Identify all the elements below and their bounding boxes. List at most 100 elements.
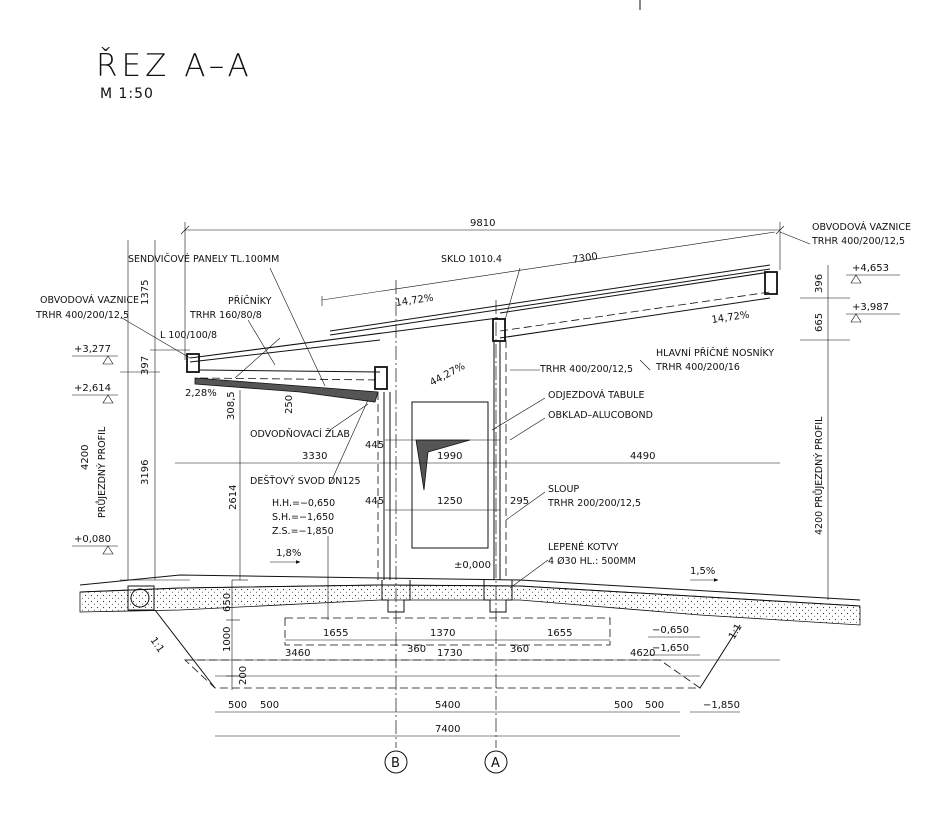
dim-397-text: 397 (140, 356, 151, 375)
dim-500c-text: 500 (614, 700, 633, 711)
label-odvod: ODVODŇOVACÍ ŽLAB (250, 428, 350, 440)
dim-295-text: 295 (510, 496, 529, 507)
dim-overall-top (180, 222, 785, 360)
slope-228: 2,28% (185, 388, 217, 399)
label-hlavni-2: TRHR 400/200/16 (655, 362, 740, 373)
dim-4200-left-text: 4200 (80, 445, 91, 470)
label-zs: Z.S.=−1,850 (272, 526, 334, 537)
level-1650: −1,650 (652, 643, 689, 654)
dim-3460-text: 3460 (285, 648, 310, 659)
axis-label-b: B (391, 756, 400, 771)
level-1850: −1,850 (703, 700, 740, 711)
label-obklad: OBKLAD–ALUCOBOND (548, 410, 653, 421)
label-hh: H.H.=−0,650 (272, 498, 335, 509)
dim-500a-text: 500 (228, 700, 247, 711)
dim-500b-text: 500 (260, 700, 279, 711)
level-0080: +0,080 (74, 534, 111, 545)
profile-left-text: PRŮJEZDNÝ PROFIL (96, 426, 108, 518)
dim-360b-text: 360 (510, 644, 529, 655)
dim-396-text: 396 (814, 274, 825, 293)
dim-1655a-text: 1655 (323, 628, 348, 639)
slope-1472a: 14,72% (395, 293, 434, 309)
level-2614: +2,614 (74, 383, 111, 394)
dims-foundation-vertical (226, 580, 240, 690)
axis-label-a: A (491, 756, 500, 771)
drain-box (127, 585, 155, 611)
dim-308-text: 308,5 (226, 391, 237, 420)
dim-3196-text: 3196 (140, 460, 151, 485)
slope-left (154, 609, 216, 689)
level-marks-found (648, 636, 740, 713)
profile-right-text: 4200 PRŮJEZDNÝ PROFIL (813, 416, 825, 535)
departure-board (411, 401, 489, 549)
roof-glass (329, 264, 771, 336)
purlin-beam-top (492, 318, 506, 342)
dim-3330-text: 3330 (302, 451, 327, 462)
footing-a (483, 580, 513, 613)
dims-mid (175, 390, 780, 581)
scale-label: M 1:50 (100, 86, 154, 102)
dim-665-text: 665 (814, 313, 825, 332)
dim-1000-text: 1000 (222, 627, 233, 652)
dim-1655b-text: 1655 (547, 628, 572, 639)
footing-b (381, 580, 411, 613)
dim-4490-text: 4490 (630, 451, 655, 462)
dim-250-text: 250 (284, 395, 295, 414)
sandwich-roof (189, 317, 499, 381)
level-marks-left (72, 355, 118, 555)
dims-right (800, 265, 900, 600)
column-a (493, 340, 507, 580)
label-sendvic: SENDVIČOVÉ PANELY TL.100MM (128, 253, 279, 265)
level-4653: +4,653 (852, 263, 889, 274)
label-trhr-mid: TRHR 400/200/12,5 (539, 364, 633, 375)
dim-4620-text: 4620 (630, 648, 655, 659)
purlin-left (186, 353, 200, 373)
column-b (377, 392, 391, 580)
drain-pipe (130, 588, 150, 608)
dim-200-text: 200 (238, 666, 249, 685)
axis-bubble-a (484, 750, 508, 774)
slope-4427: 44,27% (428, 361, 467, 389)
level-3987: +3,987 (852, 302, 889, 313)
dim-360a-text: 360 (407, 644, 426, 655)
dim-445a-text: 445 (365, 440, 384, 451)
slope-1to1-left: 1:1 (148, 635, 166, 654)
dim-7400-text: 7400 (435, 724, 460, 735)
dim-1370-text: 1370 (430, 628, 455, 639)
slope-1to1-right: 1:1 (727, 622, 745, 641)
slope-15: 1,5% (690, 566, 715, 577)
label-sloup-1: SLOUP (548, 484, 579, 495)
label-destovy: DEŠŤOVÝ SVOD DN125 (250, 475, 361, 487)
dim-7300-text: 7300 (572, 251, 599, 266)
slope-right (699, 624, 741, 689)
label-obvodova-left-1: OBVODOVÁ VAZNICE (40, 294, 139, 306)
axis-bubble-b (384, 750, 408, 774)
purlin-right (764, 271, 778, 295)
label-odjezd: ODJEZDOVÁ TABULE (548, 389, 644, 401)
label-kotvy-2: 4 Ø30 HL.: 500MM (548, 556, 636, 567)
label-obvodova-right-1: OBVODOVÁ VAZNICE (812, 221, 911, 233)
dims-left (120, 240, 190, 581)
main-beam (499, 271, 771, 339)
label-pricniky-2: TRHR 160/80/8 (189, 310, 262, 321)
dim-5400-text: 5400 (435, 700, 460, 711)
dim-500d-text: 500 (645, 700, 664, 711)
gutter-wedge (194, 377, 379, 403)
label-l-profile: L 100/100/8 (160, 330, 217, 341)
label-hlavni-1: HLAVNÍ PŘÍČNÉ NOSNÍKY (656, 347, 774, 359)
dim-2614-text: 2614 (228, 485, 239, 510)
label-sh: S.H.=−1,650 (272, 512, 334, 523)
slope-18: 1,8% (276, 548, 301, 559)
level-0650: −0,650 (652, 625, 689, 636)
level-0000: ±0,000 (454, 560, 491, 571)
label-sloup-2: TRHR 200/200/12,5 (547, 498, 641, 509)
slope-1472b: 14,72% (711, 310, 750, 326)
level-3277: +3,277 (74, 344, 111, 355)
purlin-mid (374, 366, 388, 390)
label-obvodova-left-2: TRHR 400/200/12,5 (35, 310, 129, 321)
section-title: ŘEZ A–A (96, 48, 253, 84)
dim-9810-text: 9810 (470, 218, 495, 229)
dim-1375-text: 1375 (140, 280, 151, 305)
